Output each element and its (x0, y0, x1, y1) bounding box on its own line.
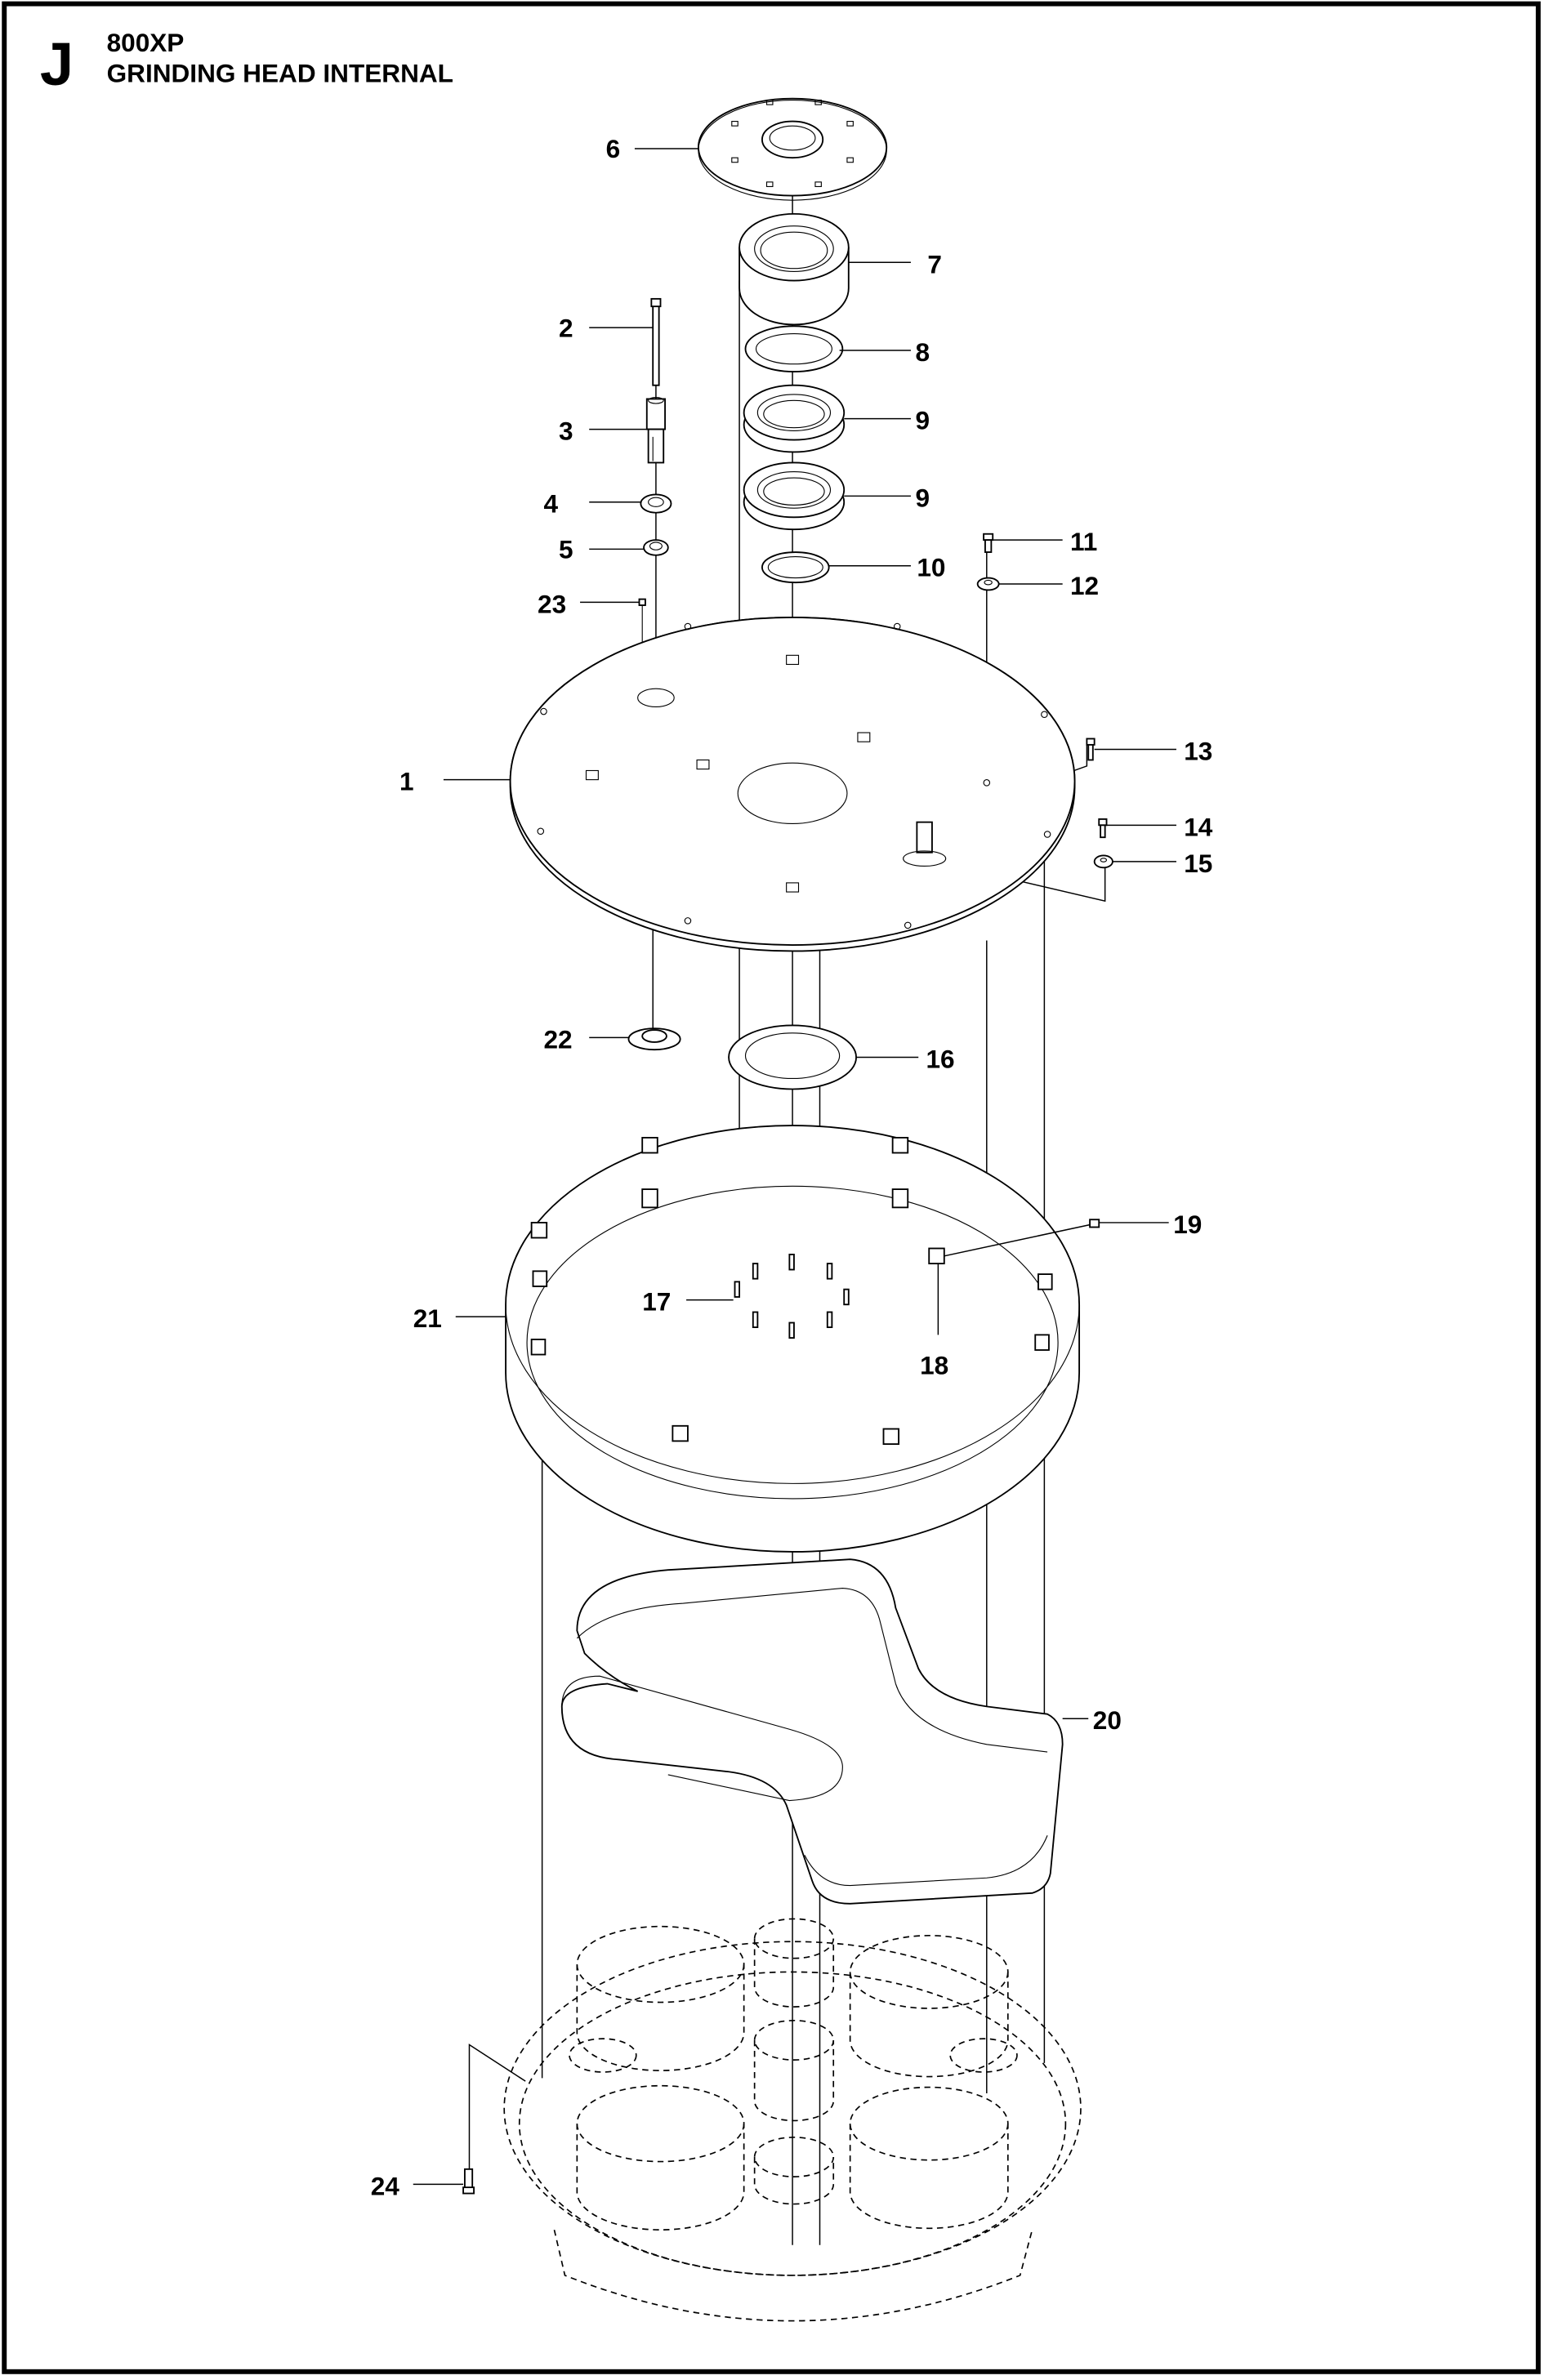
part-2-long-bolt[interactable] (650, 297, 662, 386)
callout-15[interactable]: 15 (1184, 849, 1212, 878)
part-21-housing-ring[interactable] (505, 1125, 1100, 1553)
part-17-bolts (734, 1254, 850, 1339)
callout-7[interactable]: 7 (927, 249, 942, 279)
drive-pulleys (569, 1918, 1018, 2231)
part-5-nut[interactable] (643, 539, 669, 556)
part-15-washer[interactable] (1093, 854, 1113, 869)
part-6-top-plate[interactable] (697, 97, 888, 201)
callout-24[interactable]: 24 (371, 2171, 400, 2200)
callout-6[interactable]: 6 (606, 134, 621, 163)
callout-9-lower[interactable]: 9 (916, 483, 930, 512)
callout-1[interactable]: 1 (399, 767, 414, 796)
callout-5[interactable]: 5 (559, 534, 573, 564)
callout-10[interactable]: 10 (917, 553, 945, 582)
callout-21[interactable]: 21 (413, 1304, 442, 1333)
part-4-washer[interactable] (640, 493, 672, 514)
part-22-bearing-flange[interactable] (627, 1027, 681, 1051)
base-housing-reference (503, 1918, 1082, 2322)
part-13-bolt[interactable] (1086, 738, 1096, 761)
part-16-flange-ring[interactable] (728, 1024, 858, 1090)
part-8-spacer-ring[interactable] (744, 325, 844, 372)
part-20-drive-belt[interactable] (560, 1558, 1064, 1905)
callout-23[interactable]: 23 (538, 589, 566, 618)
diagram-title: GRINDING HEAD INTERNAL (107, 58, 453, 87)
part-9-bearing-lower[interactable] (743, 461, 846, 531)
callout-18[interactable]: 18 (920, 1351, 948, 1380)
callout-8[interactable]: 8 (916, 337, 930, 367)
part-12-washer[interactable] (976, 577, 1000, 591)
callout-9-upper[interactable]: 9 (916, 406, 930, 435)
callout-2[interactable]: 2 (559, 313, 573, 342)
part-19-screw[interactable] (1089, 1219, 1100, 1228)
part-9-bearing-upper[interactable] (743, 384, 846, 453)
callout-19[interactable]: 19 (1173, 1210, 1202, 1239)
part-19-leader-path (944, 1223, 1093, 1257)
model-name: 800XP (107, 28, 185, 57)
callout-20[interactable]: 20 (1093, 1705, 1122, 1735)
callout-leaders (413, 148, 1176, 2186)
callout-12[interactable]: 12 (1070, 571, 1099, 600)
header: J 800XP GRINDING HEAD INTERNAL (40, 28, 453, 98)
section-letter: J (40, 30, 74, 98)
callout-17[interactable]: 17 (642, 1287, 671, 1317)
part-7-bearing-housing[interactable] (739, 212, 850, 326)
part-11-bolt[interactable] (983, 533, 994, 553)
part-3-shaft[interactable] (645, 397, 666, 464)
part-10-circlip[interactable] (761, 551, 830, 584)
callout-16[interactable]: 16 (926, 1044, 955, 1073)
callout-13[interactable]: 13 (1184, 736, 1212, 765)
part-24-bolt[interactable] (462, 2168, 475, 2195)
callout-14[interactable]: 14 (1184, 812, 1213, 841)
callout-3[interactable]: 3 (559, 417, 573, 446)
callout-4[interactable]: 4 (543, 489, 558, 519)
callout-22[interactable]: 22 (543, 1024, 572, 1054)
callout-labels: 1 2 3 4 5 6 7 8 9 9 10 11 12 13 14 15 16… (371, 134, 1213, 2200)
part-14-bolt[interactable] (1098, 818, 1108, 839)
callout-11[interactable]: 11 (1070, 527, 1097, 556)
part-1-main-plate[interactable] (509, 616, 1076, 952)
